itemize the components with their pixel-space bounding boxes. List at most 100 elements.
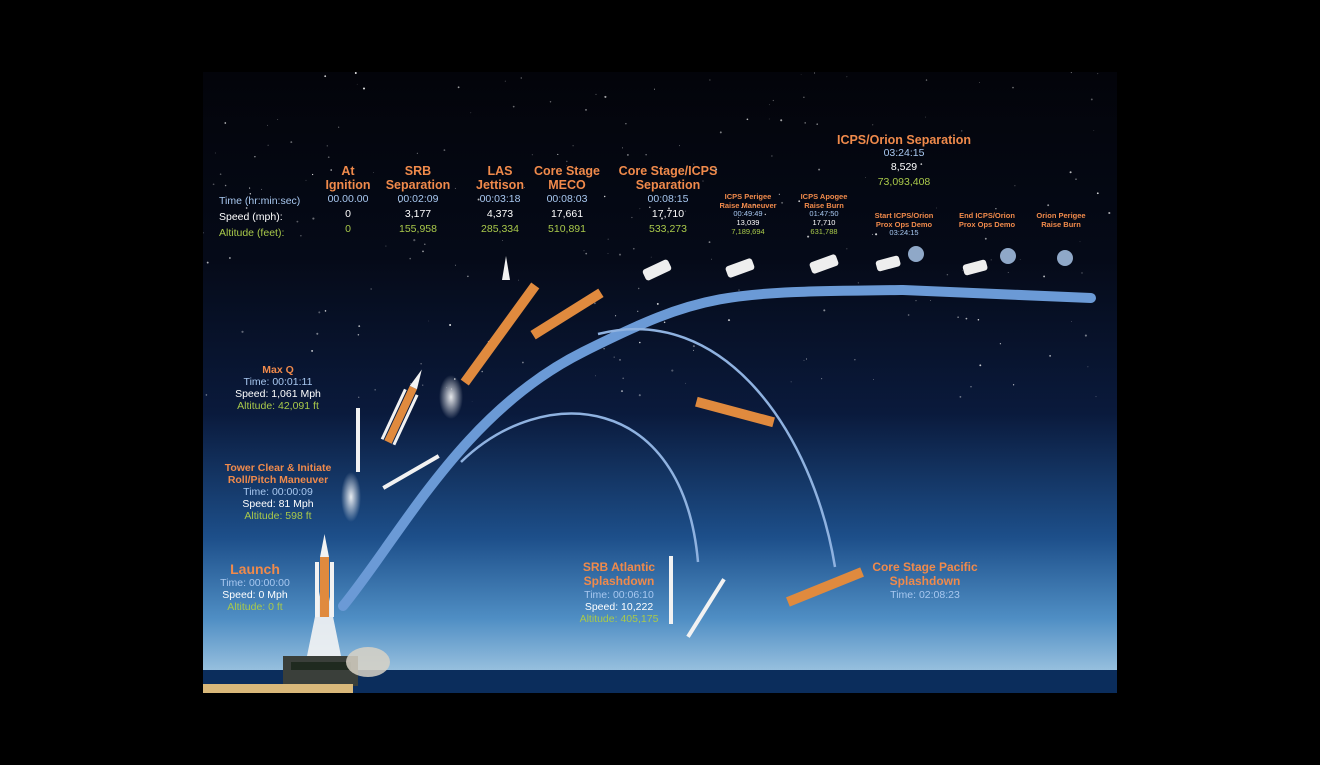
star (660, 217, 664, 220)
star (708, 241, 711, 244)
star (653, 88, 656, 90)
column-title: Core Stage MECO (534, 164, 600, 193)
event-time: Time: 02:08:23 (890, 588, 960, 601)
star (821, 378, 823, 380)
star (1096, 192, 1099, 195)
star (358, 325, 361, 327)
srb-trajectory (460, 412, 700, 563)
srb-splashdown-callout: SRB Atlantic Splashdown Time: 00:06:10 S… (579, 560, 659, 625)
star (512, 105, 515, 108)
star (603, 195, 606, 198)
star (1007, 272, 1009, 273)
max-q-callout: Max Q Time: 00:01:11 Speed: 1,061 Mph Al… (235, 364, 321, 412)
column-time: 00:08:03 (546, 192, 588, 205)
star (702, 180, 704, 182)
star (645, 154, 647, 156)
star (772, 99, 774, 102)
star (604, 95, 607, 98)
star (760, 198, 762, 200)
star (229, 257, 231, 259)
star (768, 104, 770, 106)
star (778, 193, 780, 195)
star (566, 165, 567, 166)
star (846, 248, 848, 250)
star (245, 207, 248, 209)
orbit-event-icps-apogee: ICPS Apogee Raise Burn 01:47:50 17,710 6… (800, 192, 848, 236)
column-speed: 0 (345, 207, 351, 220)
star (595, 93, 597, 95)
star (327, 156, 330, 159)
star (524, 187, 525, 188)
star (871, 233, 873, 235)
event-speed: 17,710 (812, 217, 836, 227)
star (422, 384, 424, 386)
orbit-event-end-prox-ops: End ICPS/Orion Prox Ops Demo (958, 211, 1016, 229)
event-altitude: Altitude: 405,175 (579, 612, 659, 625)
star (637, 287, 640, 290)
star (957, 316, 959, 318)
launch-callout: Launch Time: 00:00:00 Speed: 0 Mph Altit… (220, 561, 290, 613)
orbit-event-icps-perigee: ICPS Perigee Raise Maneuver 00:49:49 13,… (719, 192, 777, 236)
star (679, 145, 680, 147)
star (241, 330, 244, 333)
event-speed: Speed: 1,061 Mph (235, 388, 321, 401)
star (711, 258, 712, 260)
star (224, 184, 227, 187)
star (649, 206, 651, 208)
star (965, 317, 968, 320)
star (305, 179, 307, 181)
main-trajectory (338, 284, 1096, 611)
row-label-time: Time (hr:min:sec) (219, 195, 301, 207)
event-altitude: Altitude: 42,091 ft (237, 400, 319, 413)
event-title: End ICPS/Orion Prox Ops Demo (958, 211, 1016, 229)
star (977, 319, 980, 321)
event-title: ICPS Apogee Raise Burn (800, 192, 848, 210)
star (1043, 275, 1046, 278)
star (531, 154, 533, 156)
star (566, 160, 568, 163)
star (356, 83, 358, 85)
star (212, 183, 215, 186)
star (549, 101, 552, 103)
star (277, 119, 279, 120)
star (416, 152, 418, 154)
column-las-jettison: LAS Jettison 00:03:18 4,373 285,334 (476, 164, 524, 235)
event-speed: Speed: 81 Mph (242, 498, 314, 511)
star (324, 310, 327, 312)
core-stage-trajectory (597, 327, 837, 568)
star (613, 356, 615, 358)
star (398, 201, 401, 203)
row-label-altitude: Altitude (feet): (219, 227, 285, 239)
star (814, 72, 816, 74)
star (249, 187, 251, 189)
star (907, 314, 910, 316)
star (267, 124, 268, 126)
star (224, 122, 227, 124)
star (477, 198, 480, 201)
event-title: Orion Perigee Raise Burn (1036, 211, 1086, 229)
column-core-stage-icps-separation: Core Stage/ICPS Separation 00:08:15 17,7… (619, 164, 718, 235)
star (1019, 259, 1021, 260)
star (572, 145, 574, 147)
star (434, 228, 436, 229)
star (338, 126, 340, 128)
star (1090, 98, 1093, 101)
column-altitude: 155,958 (399, 222, 437, 235)
core-stage (530, 288, 604, 340)
star (518, 279, 519, 281)
column-at-ignition: At Ignition 00.00.00 0 0 (325, 164, 370, 235)
star (768, 118, 770, 120)
star (454, 187, 456, 189)
event-time: 01:47:50 (809, 209, 839, 219)
core-stage (460, 282, 540, 386)
star (267, 144, 269, 146)
star (936, 207, 937, 209)
star (857, 282, 859, 284)
icps-orion-separation: ICPS/Orion Separation 03:24:15 8,529 73,… (837, 133, 971, 188)
star (915, 300, 917, 302)
star (959, 395, 962, 398)
event-title: ICPS Perigee Raise Maneuver (719, 192, 777, 210)
star (626, 153, 629, 156)
star (961, 130, 963, 132)
star (999, 343, 1002, 345)
